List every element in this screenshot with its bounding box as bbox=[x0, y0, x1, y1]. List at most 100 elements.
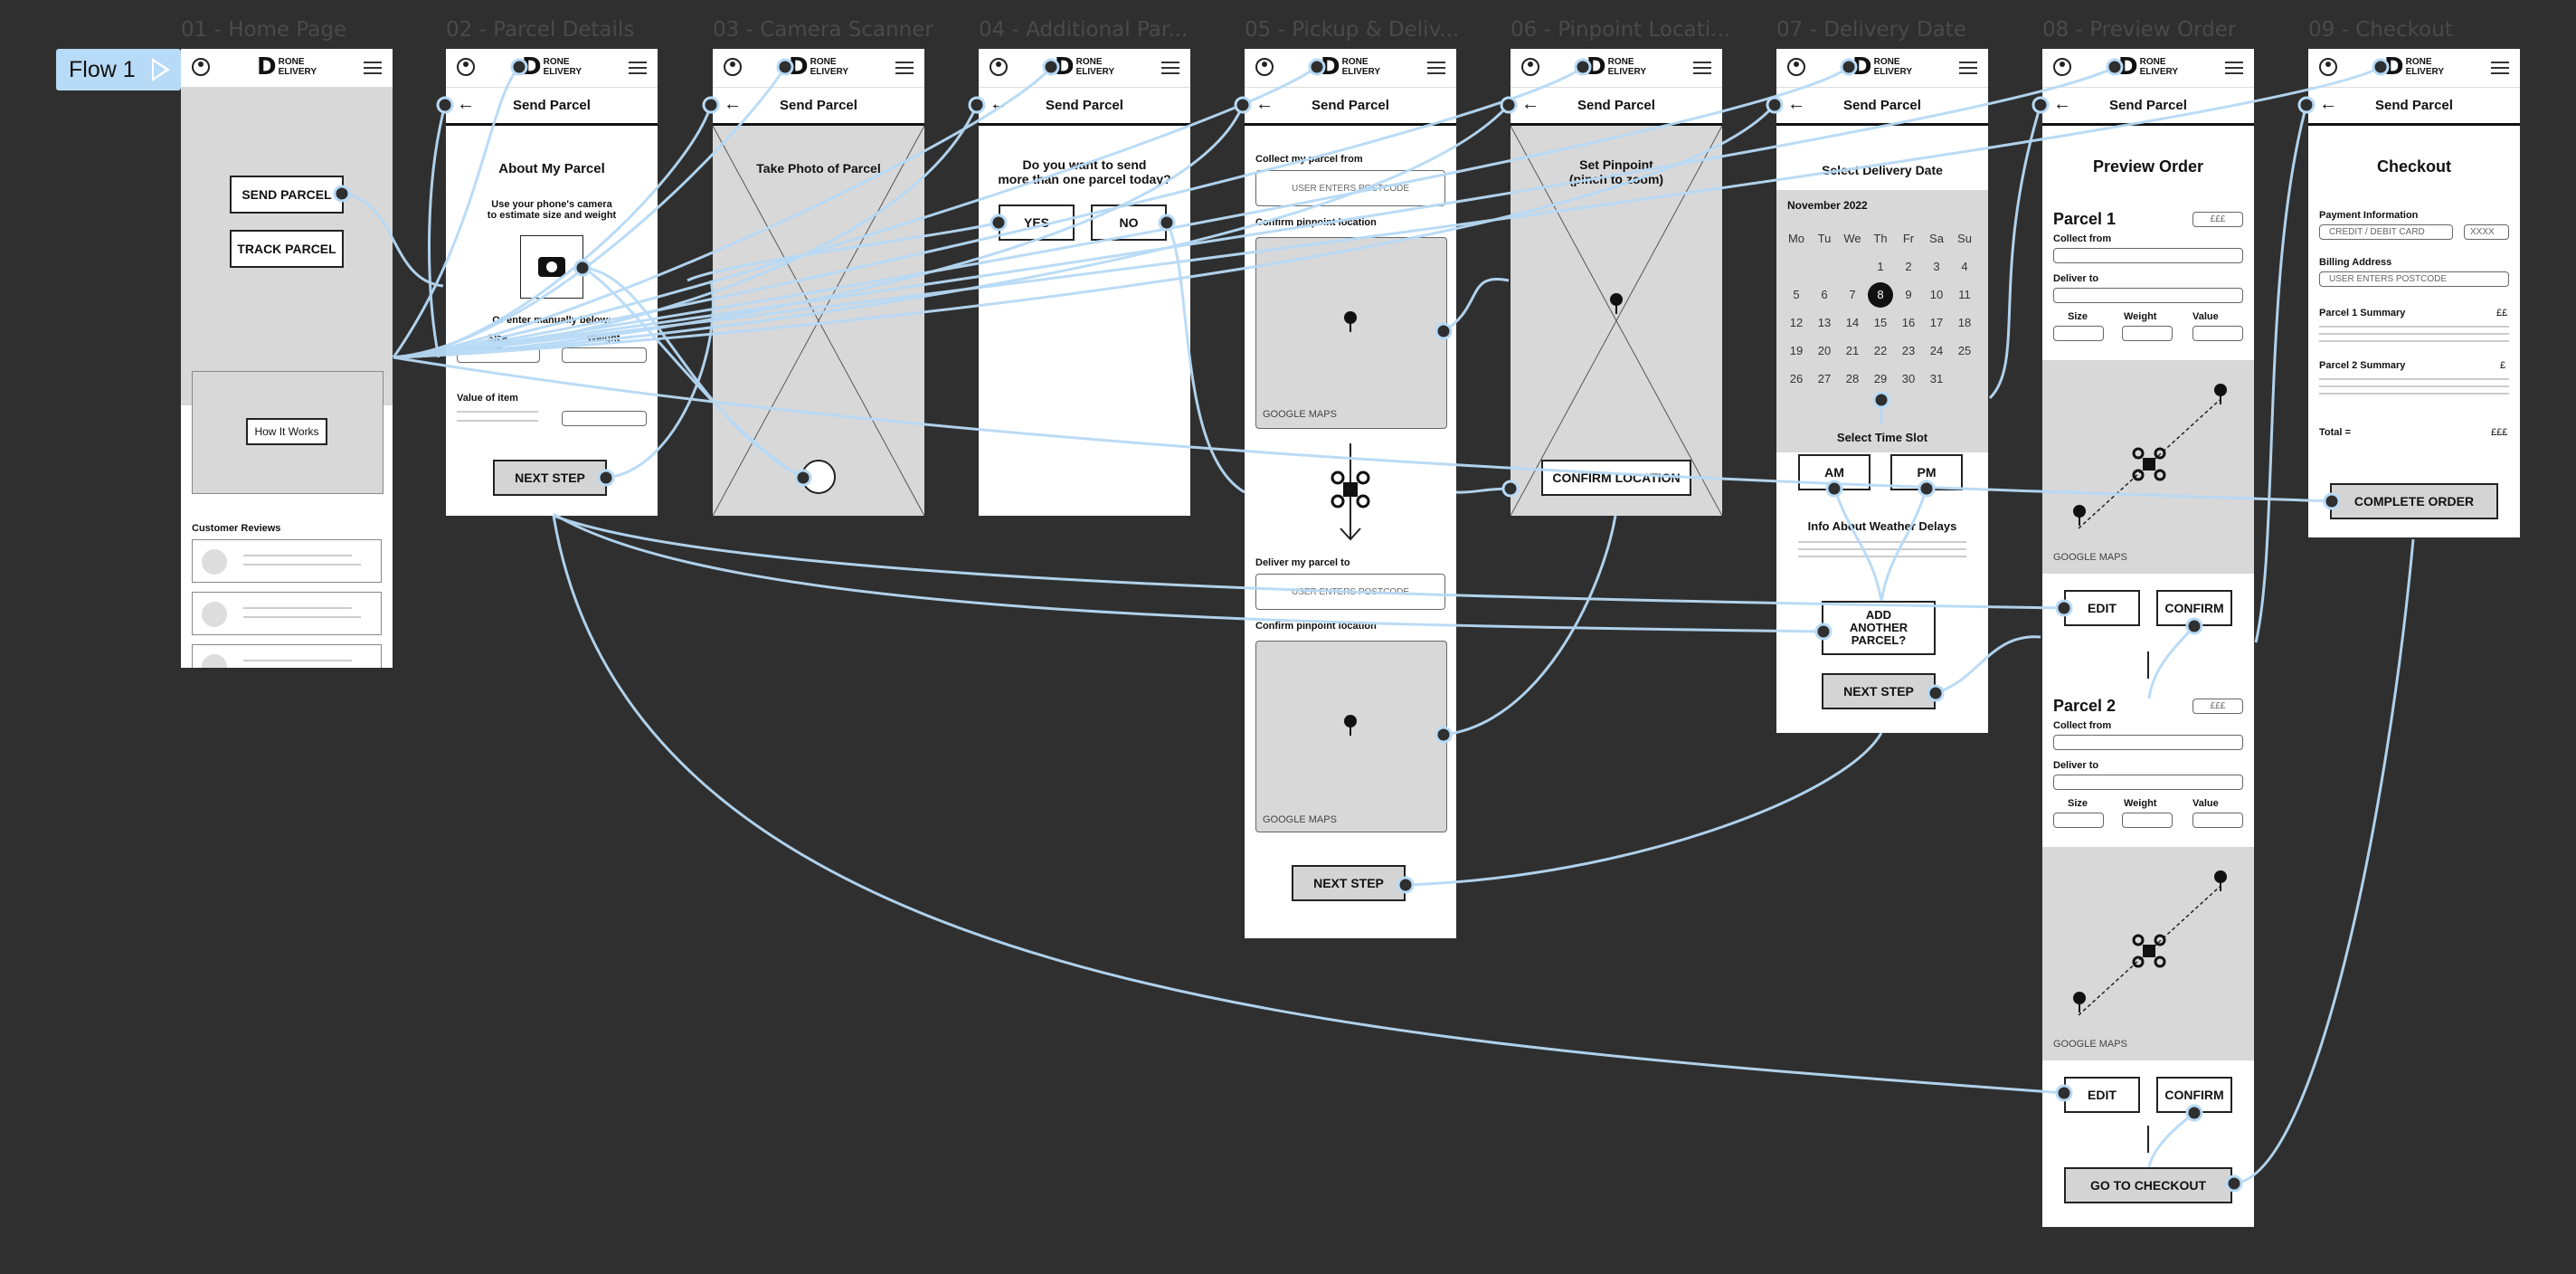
calendar-day[interactable]: 28 bbox=[1845, 372, 1860, 385]
size-input[interactable] bbox=[457, 347, 540, 363]
collect-postcode-input[interactable]: USER ENTERS POSTCODE bbox=[1255, 170, 1445, 206]
nav-title: Send Parcel bbox=[1312, 98, 1389, 113]
profile-icon[interactable] bbox=[1255, 58, 1274, 76]
parcel-1-price: £££ bbox=[2192, 212, 2243, 227]
weight-field[interactable] bbox=[2122, 326, 2173, 341]
edit-button[interactable]: EDIT bbox=[2064, 590, 2140, 626]
calendar-day[interactable]: 1 bbox=[1877, 260, 1884, 273]
menu-icon[interactable] bbox=[1693, 62, 1711, 74]
review-card bbox=[192, 539, 382, 583]
collect-from-field[interactable] bbox=[2053, 735, 2243, 750]
collect-from-field[interactable] bbox=[2053, 248, 2243, 263]
deliver-postcode-input[interactable]: USER ENTERS POSTCODE bbox=[1255, 574, 1445, 610]
calendar-day[interactable]: 7 bbox=[1849, 288, 1856, 301]
calendar-day[interactable]: 5 bbox=[1793, 288, 1800, 301]
shutter-button[interactable] bbox=[801, 460, 836, 494]
calendar-day[interactable]: 12 bbox=[1789, 316, 1804, 329]
nav-title: Send Parcel bbox=[780, 98, 857, 113]
calendar-day[interactable]: 17 bbox=[1929, 316, 1944, 329]
weight-input[interactable] bbox=[562, 347, 647, 363]
cvv-input[interactable]: XXXX bbox=[2464, 224, 2509, 240]
flow-start-tag[interactable]: Flow 1 bbox=[56, 49, 181, 90]
value-input[interactable] bbox=[562, 411, 647, 426]
complete-order-button[interactable]: COMPLETE ORDER bbox=[2330, 483, 2498, 519]
calendar-day[interactable]: 27 bbox=[1817, 372, 1832, 385]
calendar-day[interactable]: 6 bbox=[1821, 288, 1828, 301]
calendar-day[interactable]: 15 bbox=[1873, 316, 1888, 329]
map-pin-icon bbox=[2214, 870, 2227, 891]
calendar-day[interactable]: 19 bbox=[1789, 344, 1804, 357]
yes-button[interactable]: YES bbox=[999, 204, 1075, 241]
menu-icon[interactable] bbox=[1427, 62, 1445, 74]
next-step-button[interactable]: NEXT STEP bbox=[1822, 673, 1936, 709]
deliver-map[interactable] bbox=[1255, 641, 1447, 832]
camera-viewfinder[interactable] bbox=[713, 126, 924, 516]
go-to-checkout-button[interactable]: GO TO CHECKOUT bbox=[2064, 1167, 2232, 1203]
profile-icon[interactable] bbox=[2319, 58, 2337, 76]
calendar-day[interactable]: 11 bbox=[1958, 288, 1971, 301]
calendar-day[interactable]: 9 bbox=[1905, 288, 1912, 301]
calendar-day[interactable]: 22 bbox=[1873, 344, 1888, 357]
confirm-button[interactable]: CONFIRM bbox=[2156, 1077, 2232, 1113]
calendar-day[interactable]: 3 bbox=[1933, 260, 1940, 273]
pm-slot-button[interactable]: PM bbox=[1890, 454, 1963, 490]
track-parcel-button[interactable]: TRACK PARCEL bbox=[230, 230, 344, 268]
calendar-day[interactable]: 4 bbox=[1961, 260, 1968, 273]
calendar-day[interactable]: 2 bbox=[1905, 260, 1912, 273]
calendar-day[interactable]: 16 bbox=[1901, 316, 1916, 329]
value-field[interactable] bbox=[2192, 326, 2243, 341]
menu-icon[interactable] bbox=[1161, 62, 1179, 74]
deliver-to-field[interactable] bbox=[2053, 288, 2243, 303]
am-slot-button[interactable]: AM bbox=[1798, 454, 1870, 490]
confirm-button[interactable]: CONFIRM bbox=[2156, 590, 2232, 626]
size-label: Size bbox=[488, 333, 508, 344]
calendar-day[interactable]: 24 bbox=[1929, 344, 1944, 357]
no-button[interactable]: NO bbox=[1091, 204, 1167, 241]
collect-map[interactable] bbox=[1255, 237, 1447, 429]
confirm-location-button[interactable]: CONFIRM LOCATION bbox=[1541, 460, 1691, 496]
profile-icon[interactable] bbox=[990, 58, 1008, 76]
calendar-day-selected[interactable]: 8 bbox=[1868, 282, 1893, 308]
weight-field[interactable] bbox=[2122, 813, 2173, 828]
calendar-day[interactable]: 10 bbox=[1929, 288, 1944, 301]
frame-title-pickup: 05 - Pickup & Deliv... bbox=[1245, 18, 1460, 42]
menu-icon[interactable] bbox=[895, 62, 914, 74]
calendar-day[interactable]: 14 bbox=[1845, 316, 1860, 329]
size-field[interactable] bbox=[2053, 813, 2104, 828]
calendar-day[interactable]: 25 bbox=[1957, 344, 1972, 357]
how-it-works-button[interactable]: How It Works bbox=[246, 418, 327, 445]
calendar-day[interactable]: 18 bbox=[1957, 316, 1972, 329]
calendar-day[interactable]: 20 bbox=[1817, 344, 1832, 357]
edit-button[interactable]: EDIT bbox=[2064, 1077, 2140, 1113]
profile-icon[interactable] bbox=[724, 58, 742, 76]
next-step-button[interactable]: NEXT STEP bbox=[1292, 865, 1406, 901]
card-input[interactable]: CREDIT / DEBIT CARD bbox=[2319, 224, 2453, 240]
camera-button[interactable] bbox=[520, 235, 583, 299]
calendar-day[interactable]: 21 bbox=[1845, 344, 1860, 357]
billing-postcode-input[interactable]: USER ENTERS POSTCODE bbox=[2319, 271, 2509, 287]
send-parcel-button[interactable]: SEND PARCEL bbox=[230, 176, 344, 214]
profile-icon[interactable] bbox=[1787, 58, 1805, 76]
profile-icon[interactable] bbox=[192, 58, 210, 76]
next-step-button[interactable]: NEXT STEP bbox=[493, 460, 607, 496]
parcel-2-summary-label: Parcel 2 Summary bbox=[2319, 360, 2406, 371]
deliver-to-field[interactable] bbox=[2053, 775, 2243, 790]
profile-icon[interactable] bbox=[1521, 58, 1539, 76]
value-field[interactable] bbox=[2192, 813, 2243, 828]
profile-icon[interactable] bbox=[457, 58, 475, 76]
play-icon[interactable] bbox=[152, 58, 170, 81]
menu-icon[interactable] bbox=[1959, 62, 1977, 74]
menu-icon[interactable] bbox=[2491, 62, 2509, 74]
menu-icon[interactable] bbox=[2225, 62, 2243, 74]
profile-icon[interactable] bbox=[2053, 58, 2071, 76]
menu-icon[interactable] bbox=[364, 62, 382, 74]
calendar-day[interactable]: 29 bbox=[1873, 372, 1888, 385]
calendar-day[interactable]: 30 bbox=[1901, 372, 1916, 385]
calendar-day[interactable]: 13 bbox=[1817, 316, 1832, 329]
calendar-day[interactable]: 31 bbox=[1929, 372, 1944, 385]
calendar-day[interactable]: 26 bbox=[1789, 372, 1804, 385]
menu-icon[interactable] bbox=[629, 62, 647, 74]
calendar-day[interactable]: 23 bbox=[1901, 344, 1916, 357]
size-field[interactable] bbox=[2053, 326, 2104, 341]
